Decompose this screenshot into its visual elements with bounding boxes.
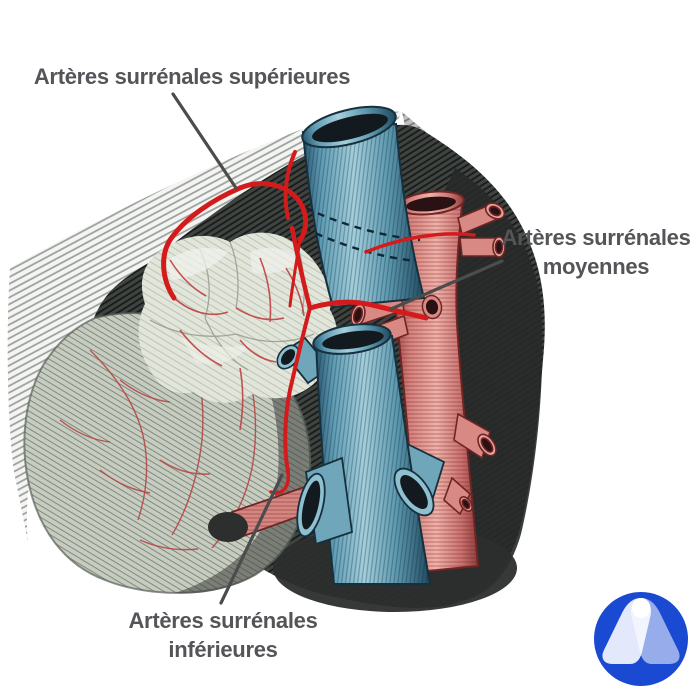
gland-surface-arteries	[169, 257, 305, 431]
label-text: Artères surrénales supérieures	[33, 64, 351, 89]
mountain-a-logo-icon	[594, 592, 688, 686]
label-text: Artères surrénales	[128, 608, 318, 633]
label-text: Artères surrénales	[501, 225, 691, 250]
leader-line-inferior	[219, 473, 284, 605]
label-inferior-adrenal-arteries: Artères surrénales inférieures	[116, 606, 330, 664]
inferior-vena-cava-upper	[301, 105, 426, 309]
label-text: moyennes	[542, 254, 650, 279]
label-superior-adrenal-arteries: Artères surrénales supérieures	[12, 62, 372, 91]
leader-line-superior	[171, 92, 238, 190]
leader-lines	[171, 92, 504, 605]
inferior-vena-cava-lower	[276, 323, 446, 585]
label-middle-adrenal-arteries: Artères surrénales moyennes	[490, 223, 700, 281]
leader-line-middle	[389, 259, 504, 311]
adrenal-arteries	[161, 150, 476, 495]
label-text: inférieures	[168, 637, 278, 662]
